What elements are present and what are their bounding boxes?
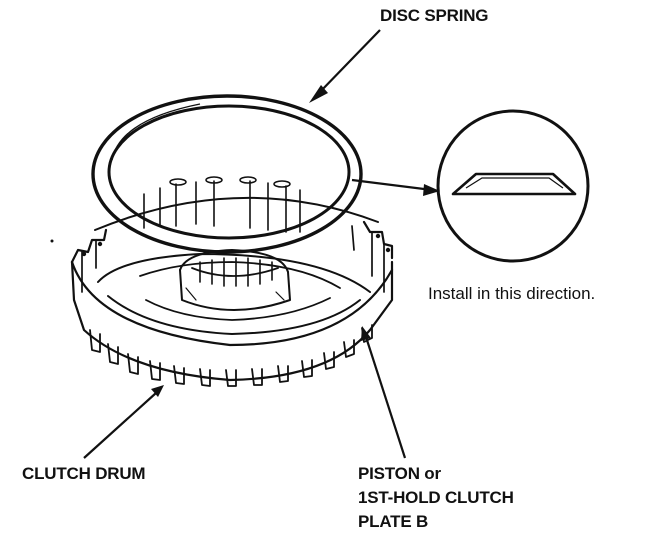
disc-spring-cross-section	[436, 109, 590, 263]
clutch-drum-label: CLUTCH DRUM	[22, 464, 146, 483]
piston-label-line2: 1ST-HOLD CLUTCH	[358, 488, 514, 507]
disc-spring	[91, 94, 363, 254]
install-direction-note: Install in this direction.	[428, 284, 596, 303]
stray-dot	[50, 239, 54, 243]
leader-lines	[83, 29, 440, 459]
clutch-drum	[70, 176, 394, 387]
piston-label-line3: PLATE B	[358, 512, 429, 531]
disc-spring-label: DISC SPRING	[380, 6, 489, 25]
piston-label-line1: PISTON or	[358, 464, 441, 483]
